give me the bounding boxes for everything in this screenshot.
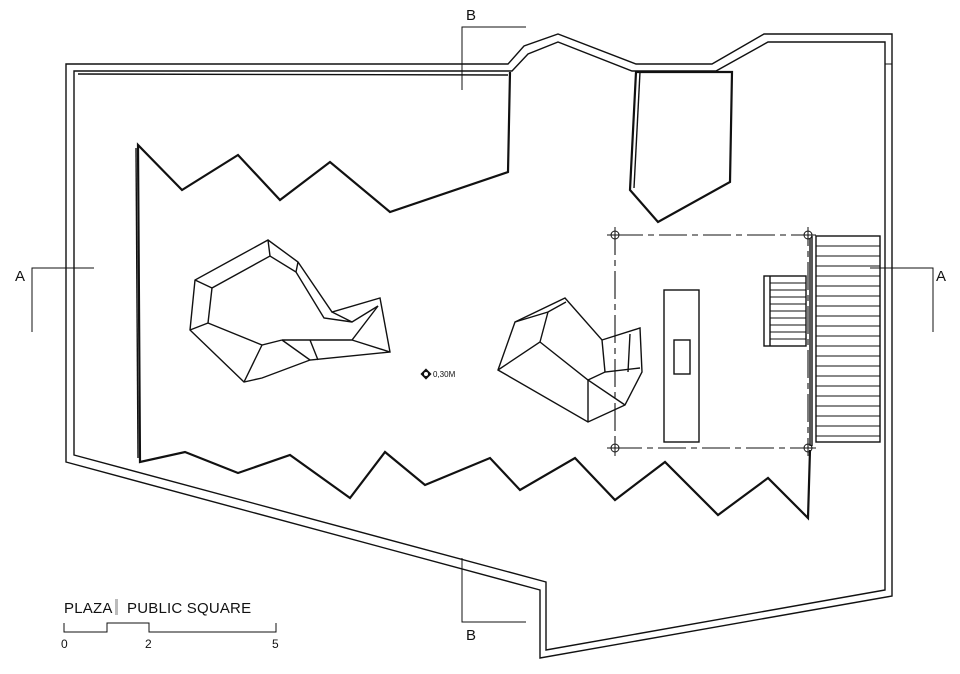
small-stair [763, 275, 807, 347]
left-planter [189, 239, 391, 383]
scale-tick-0: 0 [61, 637, 68, 651]
title-plaza: PLAZA [64, 600, 113, 617]
small-stair-treads [770, 282, 806, 340]
section-b-bottom-label: B [466, 627, 476, 644]
scale-bar: 0 2 5 [61, 622, 279, 651]
column-marker [607, 227, 623, 243]
section-a-left-marker: A [15, 267, 94, 332]
title-public-square: PUBLIC SQUARE [127, 600, 251, 617]
upper-right-pod [628, 70, 734, 224]
section-b-top-marker: B [461, 7, 526, 90]
section-a-right-marker: A [870, 267, 946, 332]
central-platform [77, 71, 812, 521]
section-a-right-label: A [936, 268, 946, 285]
column-marker [800, 440, 816, 456]
scale-tick-2: 2 [145, 637, 152, 651]
column-marker [800, 227, 816, 243]
section-a-left-label: A [15, 268, 25, 285]
central-bench [663, 289, 700, 443]
drawing-title: PLAZA PUBLIC SQUARE [64, 599, 251, 617]
main-stair [809, 235, 881, 446]
title-separator [115, 599, 118, 615]
scale-tick-5: 5 [272, 637, 279, 651]
level-label: 0,30M [433, 370, 456, 379]
right-planter [497, 297, 643, 423]
stair-treads [816, 245, 880, 437]
level-marker: 0,30M [420, 368, 456, 380]
column-marker [607, 440, 623, 456]
site-boundary [65, 33, 893, 659]
section-b-bottom-marker: B [461, 558, 526, 644]
section-b-top-label: B [466, 7, 476, 24]
canopy-outline [607, 227, 816, 456]
